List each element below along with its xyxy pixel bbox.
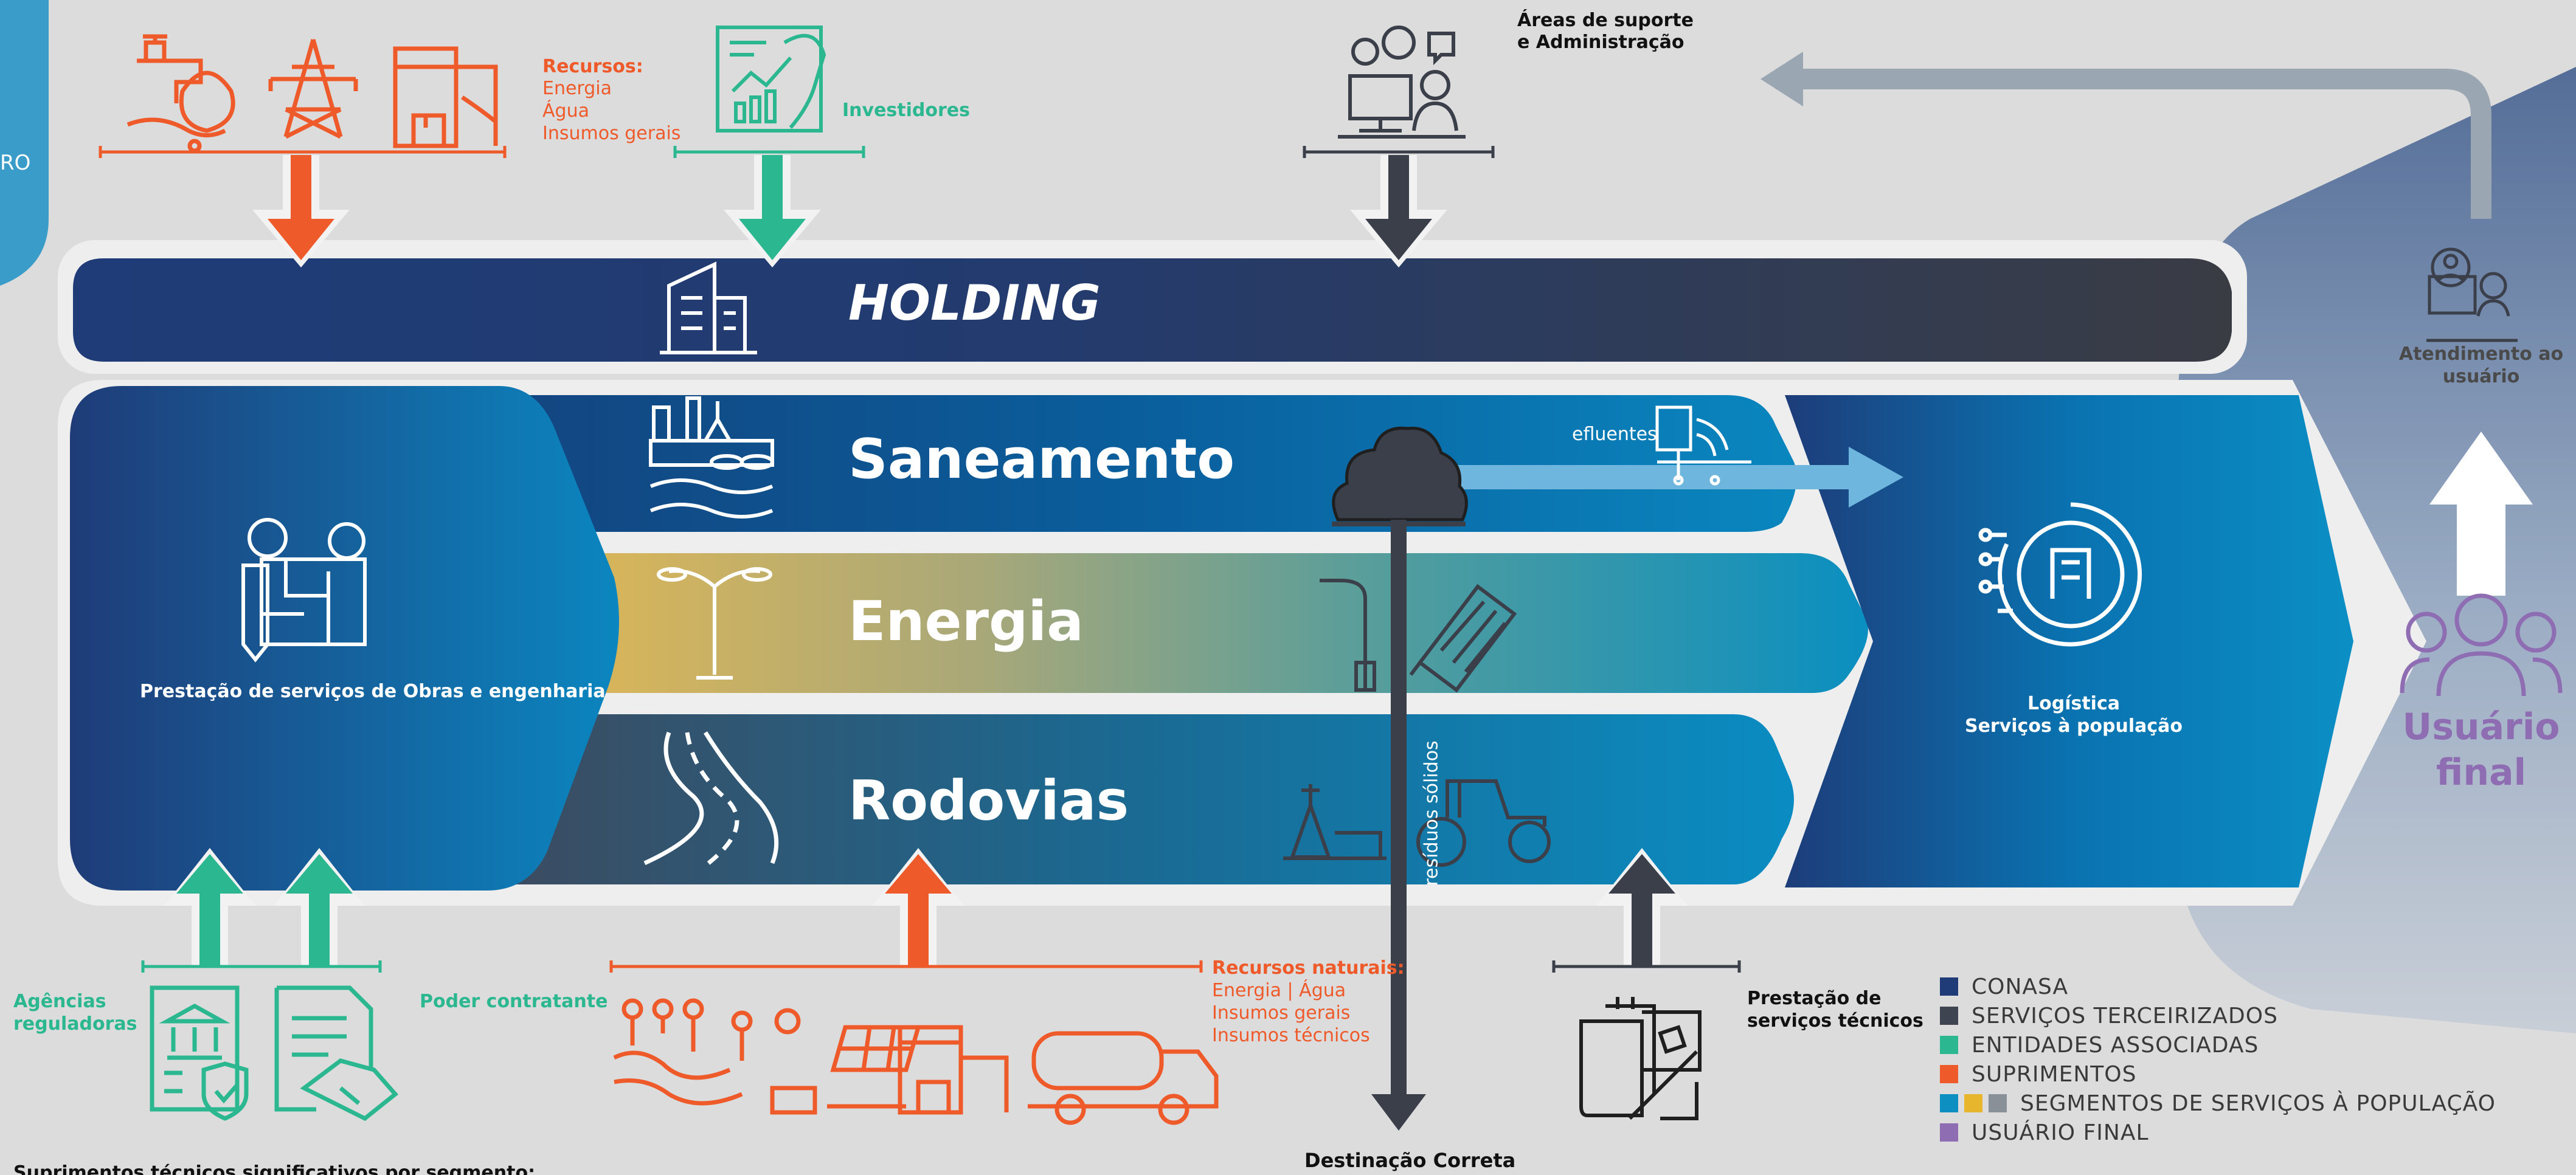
- warehouse-icon: [393, 46, 498, 148]
- agencias-line1: Agências: [13, 991, 106, 1012]
- legend-swatch: [1940, 1123, 1958, 1142]
- legend-label: USUÁRIO FINAL: [1972, 1120, 2149, 1145]
- legend-item-associadas: ENTIDADES ASSOCIADAS: [1940, 1032, 2259, 1058]
- energia-band: [596, 553, 1868, 693]
- saneamento-title: Saneamento: [848, 427, 1235, 491]
- recursos-naturais-item-2: Insumos gerais: [1212, 1002, 1351, 1024]
- residuos-arrowhead: [1371, 1094, 1426, 1131]
- legend-swatch-gray: [1989, 1094, 2007, 1112]
- destinacao-correta-label: Destinação Correta: [1304, 1149, 1516, 1172]
- legend-swatch: [1940, 977, 1958, 996]
- poder-contratante-arrow: [274, 848, 365, 967]
- recursos-naturais-item-3: Insumos técnicos: [1212, 1025, 1370, 1046]
- left-edge-tab: [0, 0, 49, 286]
- legend-label: SUPRIMENTOS: [1972, 1061, 2137, 1087]
- recursos-arrow: [252, 155, 350, 267]
- holding-band: [73, 258, 2232, 362]
- atendimento-line1: Atendimento ao: [2398, 343, 2564, 365]
- usuario-final-line1: Usuário: [2402, 706, 2560, 748]
- saneamento-plant-icon: [649, 396, 774, 519]
- legend-item-terceirizados: SERVIÇOS TERCEIRIZADOS: [1940, 1003, 2278, 1029]
- storage-warehouse-icon: [898, 1025, 1009, 1115]
- holding-title: HOLDING: [848, 275, 1101, 331]
- servicos-tecnicos-line1: Prestação de: [1747, 988, 1882, 1009]
- rodovias-title: Rodovias: [848, 769, 1129, 833]
- suporte-arrow: [1350, 155, 1447, 267]
- legend-item-usuario: USUÁRIO FINAL: [1940, 1120, 2149, 1145]
- holding-building-icon: [660, 261, 757, 354]
- water-tap-icon: [126, 34, 235, 153]
- engineering-blueprint-icon: [241, 518, 367, 663]
- legend-label: SERVIÇOS TERCEIRIZADOS: [1972, 1003, 2278, 1029]
- recursos-item-insumos: Insumos gerais: [542, 123, 681, 144]
- energia-title: Energia: [848, 590, 1084, 653]
- recursos-naturais-arrow: [873, 848, 964, 967]
- obras-engenharia-label: Prestação de serviços de Obras e engenha…: [140, 681, 606, 702]
- recursos-naturais-item-1: Energia | Água: [1212, 980, 1346, 1001]
- usuario-final-line2: final: [2436, 751, 2527, 794]
- logistica-label: Logística: [2027, 693, 2120, 714]
- poder-contratante-label: Poder contratante: [420, 991, 608, 1012]
- rodovias-band: [474, 714, 1794, 884]
- legend-swatch: [1940, 1007, 1958, 1025]
- power-tower-icon: [268, 39, 358, 139]
- legend-item-suprimentos: SUPRIMENTOS: [1940, 1061, 2137, 1087]
- residuos-label: resíduos sólidos: [1421, 740, 1442, 886]
- legend-swatch: [1940, 1065, 1958, 1083]
- atendimento-line2: usuário: [2442, 366, 2520, 387]
- smart-city-icon: [1978, 502, 2142, 647]
- road-barrier-icon: [1283, 784, 1387, 860]
- support-admin-icon: [1338, 26, 1466, 139]
- technical-drawings-icon: [1579, 997, 1702, 1120]
- road-roller-icon: [1416, 779, 1551, 867]
- efluentes-outlet-icon: [1655, 405, 1751, 486]
- legend-label: ENTIDADES ASSOCIADAS: [1972, 1032, 2259, 1058]
- investidores-label: Investidores: [842, 100, 970, 121]
- legend-label: SEGMENTOS DE SERVIÇOS À POPULAÇÃO: [2020, 1091, 2496, 1116]
- servicos-tecnicos-line2: serviços técnicos: [1747, 1010, 1923, 1032]
- legend-item-conasa: CONASA: [1940, 974, 2068, 999]
- legend-swatch-yellow: [1964, 1094, 1982, 1112]
- pipes-network-icon: [613, 998, 801, 1106]
- suporte-label-line1: Áreas de suporte: [1517, 10, 1694, 31]
- suporte-label-line2: e Administração: [1517, 32, 1684, 53]
- legend-item-segmentos: SEGMENTOS DE SERVIÇOS À POPULAÇÃO: [1940, 1091, 2496, 1116]
- recursos-title: Recursos:: [542, 56, 643, 77]
- legend-swatch: [1940, 1036, 1958, 1054]
- legend-label: CONASA: [1972, 974, 2069, 999]
- suprimentos-tecnicos-heading: Suprimentos técnicos significativos por …: [13, 1162, 536, 1175]
- legend-swatch-blue: [1940, 1094, 1958, 1112]
- recursos-naturais-title: Recursos naturais:: [1212, 957, 1405, 979]
- regulatory-agency-icon: [150, 985, 249, 1121]
- user-service-icon: [2426, 247, 2518, 342]
- resources-icon-group: [126, 34, 498, 153]
- agencias-arrow: [164, 848, 255, 967]
- efluentes-label: efluentes: [1572, 424, 1657, 445]
- end-users-icon: [2400, 593, 2563, 697]
- user-up-arrow: [2429, 432, 2533, 596]
- edge-text: RO: [0, 151, 31, 175]
- led-panel-icon: [1409, 584, 1517, 693]
- right-panel: [1785, 395, 2353, 887]
- tanker-truck-icon: [1028, 1031, 1219, 1125]
- road-icon: [643, 731, 779, 866]
- servicos-populacao-label: Serviços à população: [1964, 715, 2183, 737]
- street-lamp-icon: [657, 567, 772, 680]
- left-panel: [70, 386, 619, 891]
- investor-icon: [716, 26, 826, 133]
- servicos-tecnicos-arrow: [1596, 848, 1688, 967]
- agencias-line2: reguladoras: [13, 1013, 137, 1035]
- investidores-arrow: [724, 155, 821, 267]
- return-arrow: [1776, 69, 2491, 219]
- lamp-post-icon: [1320, 579, 1376, 692]
- contract-handshake-icon: [274, 985, 399, 1122]
- recursos-item-energia: Energia: [542, 78, 612, 99]
- recursos-item-agua: Água: [542, 100, 589, 122]
